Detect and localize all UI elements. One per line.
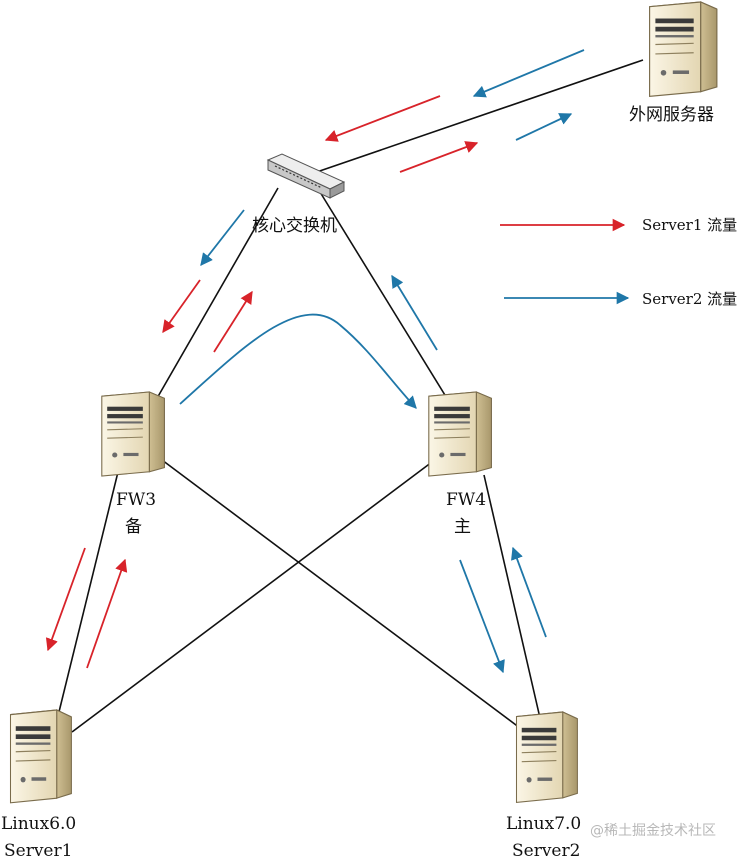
server1-flow-fw3-to-switch (213, 290, 253, 353)
fw4-role-label: 主 (454, 517, 471, 537)
link-switch-fw3 (155, 187, 279, 401)
link-external-switch (307, 59, 644, 176)
link-fw4-server2 (483, 474, 541, 719)
core-switch-label: 核心交换机 (252, 216, 337, 236)
server2-flow-server2-to-fw4 (511, 546, 547, 638)
server1-os-label: Linux6.0 (1, 814, 76, 834)
external-server-label: 外网服务器 (629, 105, 714, 125)
server2-flow-fw4-to-server2 (459, 559, 505, 674)
link-switch-fw4 (319, 191, 449, 401)
server1-flow-arrows (45, 95, 479, 669)
server1-name-label: Server1 (4, 841, 72, 861)
server1-flow-server1-to-fw3 (86, 558, 128, 669)
server2-flow-external-to-switch (472, 49, 585, 98)
legend-server1-label: Server1 流量 (642, 216, 737, 234)
server2-name-label: Server2 (512, 841, 580, 861)
server1-flow-switch-to-external (399, 141, 479, 173)
fw3-name-label: FW3 (116, 490, 156, 510)
core-switch-icon (266, 153, 346, 199)
link-fw4-server1 (71, 461, 433, 733)
server1-flow-fw3-to-server1 (45, 547, 86, 652)
fw3-role-label: 备 (125, 517, 142, 537)
server1-flow-external-to-switch (324, 95, 441, 142)
external-server-icon (649, 1, 718, 97)
link-fw3-server2 (161, 459, 537, 741)
watermark: @稀土掘金技术社区 (590, 823, 716, 839)
legend: Server1 流量 Server2 流量 (500, 216, 737, 308)
server2-flow-fw4-to-switch (391, 274, 438, 351)
server1-icon (9, 709, 72, 804)
server2-os-label: Linux7.0 (506, 814, 581, 834)
server2-flow-arrows (179, 49, 585, 674)
server1-flow-switch-to-fw3 (162, 279, 201, 334)
fw3-icon (101, 391, 165, 477)
fw4-name-label: FW4 (446, 490, 486, 510)
server2-flow-fw3-to-fw4 (179, 313, 417, 409)
legend-server2-label: Server2 流量 (642, 290, 737, 308)
server2-icon (515, 711, 578, 803)
fw4-icon (428, 391, 492, 477)
link-fw3-server1 (56, 471, 119, 721)
server2-flow-switch-to-fw3 (200, 209, 245, 266)
server2-flow-switch-to-external (515, 113, 573, 141)
